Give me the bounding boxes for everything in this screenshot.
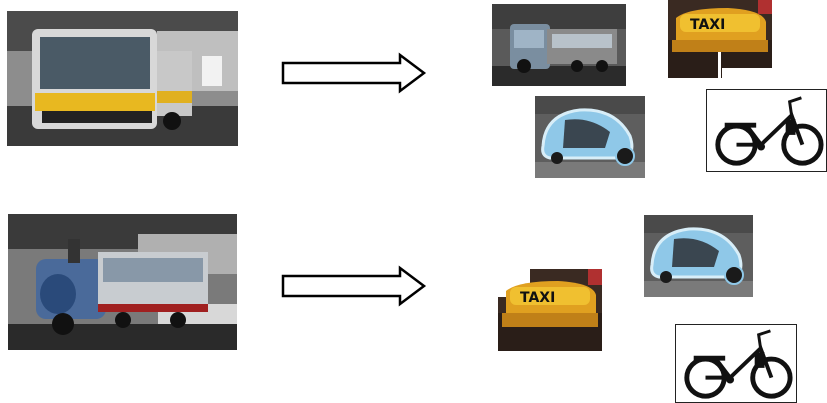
velotaxi-photo-icon (644, 215, 753, 297)
right-arrow-icon (280, 265, 428, 307)
taxi-photo-icon: TAXI (668, 0, 772, 78)
result-tourist-train (492, 4, 626, 86)
taxi-photo-icon: TAXI (498, 269, 602, 351)
result-velotaxi (644, 215, 753, 297)
result-bicycle (675, 324, 797, 403)
tourist-train-photo-icon (8, 214, 237, 350)
query-image-tourist-train (8, 214, 237, 350)
taxi-sign-text: TAXI (520, 290, 555, 306)
velotaxi-photo-icon (535, 96, 645, 178)
result-velotaxi (535, 96, 645, 178)
bicycle-photo-icon (707, 90, 826, 171)
result-bicycle (706, 89, 827, 172)
right-arrow-icon (280, 52, 428, 94)
tourist-train-photo-icon (492, 4, 626, 86)
result-taxi: TAXI (668, 0, 772, 78)
query-image-bus (7, 11, 238, 146)
result-taxi: TAXI (498, 269, 602, 351)
bus-photo-icon (7, 11, 238, 146)
bicycle-photo-icon (676, 325, 796, 402)
taxi-sign-text: TAXI (690, 17, 725, 33)
